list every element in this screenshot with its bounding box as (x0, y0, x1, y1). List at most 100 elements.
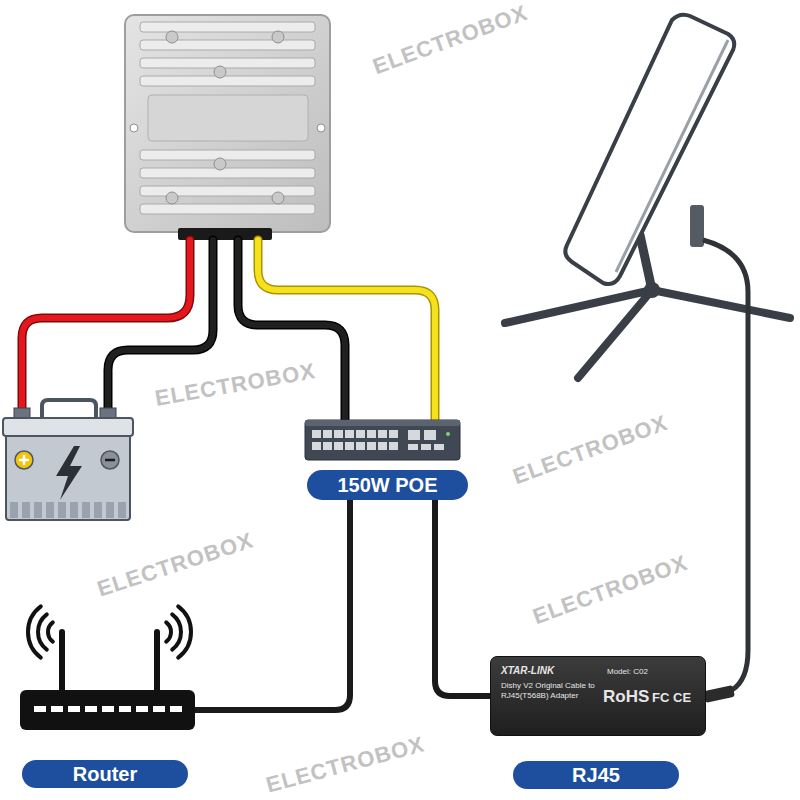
battery-part (6, 432, 130, 520)
poe-switch-part-part (345, 442, 354, 450)
power-wires-part (258, 240, 435, 420)
device-label-pill: RJ45 (513, 761, 679, 789)
battery-part (3, 418, 133, 436)
satellite-dish-part (703, 685, 735, 703)
poe-switch-part-part (367, 430, 376, 438)
router-icon-part-part (28, 606, 41, 657)
device-label-pill: 150W POE (307, 470, 468, 500)
router-icon-part-part (166, 622, 171, 641)
router-icon-part-part (48, 622, 53, 641)
dc-converter-part (125, 15, 330, 232)
battery-part-part (46, 502, 54, 518)
rohs-mark: RoHS (603, 687, 649, 707)
cable-connector (435, 500, 490, 696)
watermark-text: ELECTROBOX (94, 527, 257, 602)
poe-switch-part-part (312, 430, 321, 438)
router-icon-part-part (172, 614, 181, 649)
poe-switch-part-part (356, 442, 365, 450)
satellite-dish (505, 15, 790, 703)
router-icon-part-part (170, 706, 182, 712)
router-icon (20, 606, 195, 730)
battery-part (19, 455, 29, 465)
battery-part-part (58, 502, 66, 518)
satellite-dish-part (703, 240, 748, 690)
router-icon-part (20, 690, 195, 730)
poe-switch-part (312, 430, 444, 450)
satellite-dish-part (616, 40, 728, 272)
router-node: Router (15, 605, 195, 790)
poe-switch-part-part (408, 430, 420, 440)
battery-part-part (94, 502, 102, 518)
dc-converter-part (130, 124, 138, 132)
satellite-dish-part (690, 205, 704, 247)
power-wires (22, 240, 435, 420)
battery-part-part (70, 502, 78, 518)
dc-converter-part (166, 31, 178, 43)
router-icon-part-part (34, 706, 46, 712)
battery-part-part (118, 502, 126, 518)
battery-part (105, 459, 115, 462)
poe-switch-part-part (312, 442, 321, 450)
dc-converter-part (272, 31, 284, 43)
router-icon-part (62, 632, 157, 690)
dc-converter-part (140, 150, 315, 160)
router-icon-part-part (102, 706, 114, 712)
watermark-text: ELECTROBOX (529, 550, 691, 630)
poe-switch (305, 420, 460, 460)
dc-converter-part (166, 192, 178, 204)
battery-part (42, 400, 96, 418)
dc-converter-part (214, 66, 226, 78)
watermark-text: ELECTROBOX (263, 731, 427, 798)
poe-switch-part-part (334, 430, 343, 438)
router-icon-part-part (153, 706, 165, 712)
poe-switch-part-part (378, 442, 387, 450)
battery-part (101, 451, 119, 469)
poe-switch-part-part (421, 444, 431, 450)
watermark-text: ELECTROBOX (369, 0, 531, 80)
dc-converter-part (148, 95, 308, 141)
poe-switch-part (305, 420, 460, 426)
battery-part-part (106, 502, 114, 518)
dc-converter-part (140, 58, 315, 68)
poe-switch-part-part (345, 430, 354, 438)
fcc-mark: FC (652, 690, 669, 705)
battery-part-part (82, 502, 90, 518)
router-icon-part-part (68, 706, 80, 712)
satellite-dish-part (644, 282, 660, 298)
battery-part (56, 446, 82, 500)
poe-switch-part-part (334, 442, 343, 450)
router-icon-part (34, 706, 182, 712)
battery-part (15, 451, 33, 469)
router-icon-part-part (136, 706, 148, 712)
dc-converter-part (140, 186, 315, 196)
poe-switch-part-part (424, 430, 436, 440)
ce-mark: CE (673, 690, 691, 705)
router-icon-part-part (85, 706, 97, 712)
brand-name: XTAR-LINK (501, 665, 554, 676)
model-number: Model: C02 (607, 667, 648, 676)
poe-switch-part-part (389, 442, 398, 450)
dc-converter-part (317, 124, 325, 132)
poe-switch-part-part (434, 444, 444, 450)
battery-part-part (22, 502, 30, 518)
watermark-text: ELECTROBOX (509, 410, 671, 490)
poe-switch-part-part (389, 430, 398, 438)
router-icon-part (28, 606, 191, 657)
watermark-text: ELECTROBOX (153, 358, 318, 412)
poe-switch-part-part (356, 430, 365, 438)
dc-converter-part (140, 168, 315, 178)
cable-connector (195, 500, 350, 710)
product-description: Dishy V2 Original Cable to RJ45(T568B) A… (501, 681, 601, 701)
dc-converter-part (272, 192, 284, 204)
dc-converter (125, 15, 330, 240)
router-icon-part-part (38, 614, 47, 649)
poe-switch-part-part (378, 430, 387, 438)
router-icon-part-part (51, 706, 63, 712)
poe-switch-part (305, 420, 460, 460)
poe-switch-part-part (367, 442, 376, 450)
router-icon-part-part (178, 606, 191, 657)
power-wires-part (258, 240, 435, 420)
satellite-dish-part (565, 15, 734, 284)
dc-converter-part (140, 40, 315, 50)
